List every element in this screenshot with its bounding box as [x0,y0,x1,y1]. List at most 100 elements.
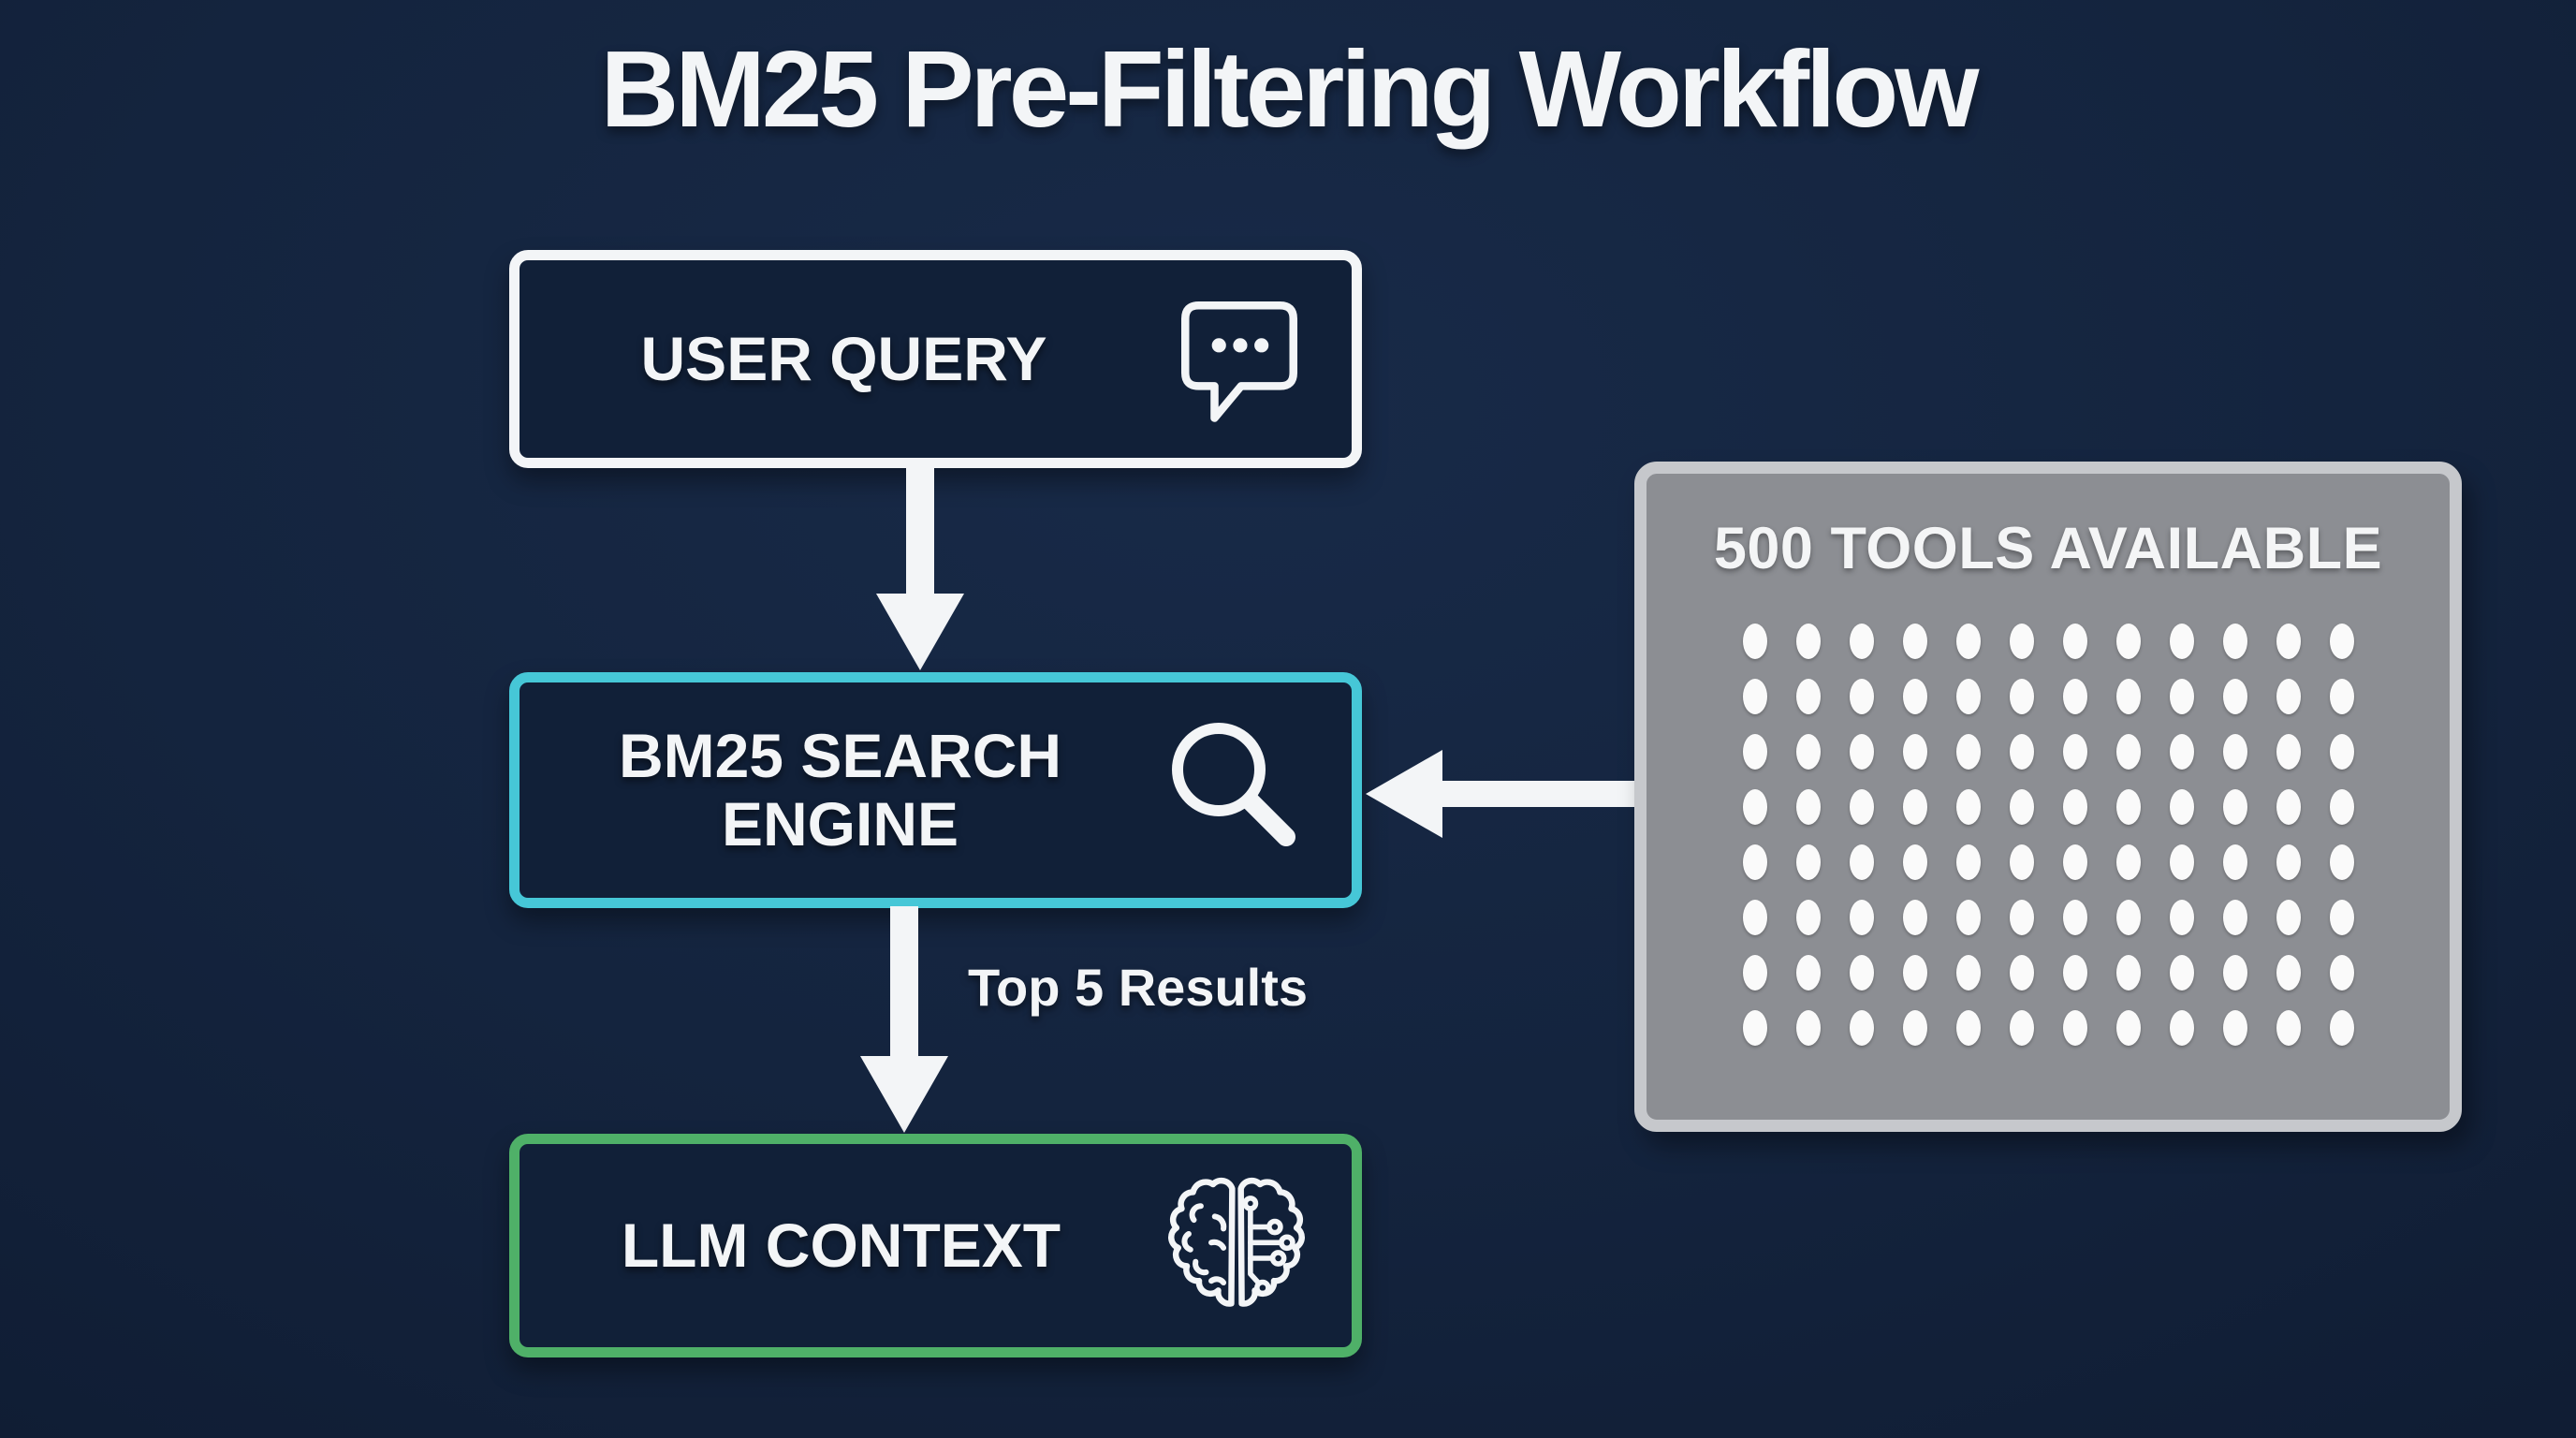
tool-dot [2329,624,2354,659]
tool-dot [1902,624,1927,659]
tool-dot [1955,679,1981,714]
tool-dot [2062,955,2087,990]
arrow-query-to-bm25 [876,466,964,670]
tool-dot [1849,789,1874,825]
tool-dot [1955,844,1981,880]
tool-dot [2062,624,2087,659]
tool-dot [2222,789,2247,825]
tool-dot [1902,1010,1927,1046]
diagram-title: BM25 Pre-Filtering Workflow [600,28,1980,150]
brain-circuit-icon [1163,1176,1310,1316]
tool-dot [1795,955,1821,990]
tool-dot [2169,900,2194,935]
tool-dot [1955,1010,1981,1046]
tool-dot [2222,955,2247,990]
tool-dot [2062,1010,2087,1046]
tool-dot [1742,900,1767,935]
tool-dot [1849,1010,1874,1046]
tool-dot [1849,679,1874,714]
arrow-head-down [860,1056,948,1133]
tool-dot [2115,624,2141,659]
tool-dot [2169,789,2194,825]
tool-dot [1849,955,1874,990]
arrow-shaft [1442,781,1637,807]
tool-dot [1742,789,1767,825]
tool-dot [2276,1010,2301,1046]
tool-dot [2062,844,2087,880]
tool-dot [2115,955,2141,990]
tool-dot [2329,900,2354,935]
tool-dot [2169,734,2194,770]
tool-dot [2062,900,2087,935]
tool-dots-grid [1742,624,2354,1046]
arrow-shaft [906,466,934,594]
tool-dot [2222,734,2247,770]
tool-dot [2009,1010,2034,1046]
tool-dot [1795,624,1821,659]
tools-panel-title: 500 TOOLS AVAILABLE [1713,516,2383,581]
tool-dot [1742,955,1767,990]
tools-panel: 500 TOOLS AVAILABLE [1634,462,2462,1132]
tool-dot [1849,734,1874,770]
tool-dot [2276,679,2301,714]
tool-dot [2115,734,2141,770]
speech-bubble-icon [1168,293,1310,426]
node-llm-context: LLM CONTEXT [509,1134,1362,1357]
tool-dot [1955,624,1981,659]
arrow-head-down [876,594,964,670]
tool-dot [2222,844,2247,880]
tool-dot [2169,844,2194,880]
tool-dot [2169,1010,2194,1046]
tool-dot [1955,900,1981,935]
tool-dot [2329,679,2354,714]
tool-dot [2115,789,2141,825]
tool-dot [2169,679,2194,714]
tool-dot [2329,1010,2354,1046]
tool-dot [2276,789,2301,825]
node-user-query-label: USER QUERY [640,324,1047,394]
tool-dot [1795,844,1821,880]
tool-dot [1795,900,1821,935]
tool-dot [2009,679,2034,714]
node-user-query: USER QUERY [509,250,1362,468]
arrow-tools-to-bm25 [1366,750,1637,838]
tool-dot [2329,955,2354,990]
node-bm25-search-engine: BM25 SEARCH ENGINE [509,672,1362,908]
tool-dot [1742,679,1767,714]
tool-dot [2009,844,2034,880]
arrow-head-left [1366,750,1442,838]
tool-dot [2009,955,2034,990]
tool-dot [1795,734,1821,770]
tool-dot [1795,1010,1821,1046]
tool-dot [2222,679,2247,714]
tool-dot [1902,955,1927,990]
tool-dot [2009,624,2034,659]
magnifier-icon [1161,715,1310,865]
arrow-bm25-to-llm [860,906,948,1133]
tool-dot [2062,789,2087,825]
tool-dot [2276,900,2301,935]
tool-dot [1902,734,1927,770]
tool-dot [1795,789,1821,825]
tool-dot [2329,844,2354,880]
tool-dot [2115,679,2141,714]
tool-dot [2169,955,2194,990]
tool-dot [2115,900,2141,935]
tool-dot [1902,900,1927,935]
tool-dot [2115,1010,2141,1046]
tool-dot [1849,844,1874,880]
tool-dot [1849,900,1874,935]
tool-dot [2329,789,2354,825]
tool-dot [1902,789,1927,825]
tool-dot [2115,844,2141,880]
arrow-shaft [890,906,918,1056]
tool-dot [1955,955,1981,990]
tool-dot [1955,789,1981,825]
tool-dot [2062,734,2087,770]
tool-dot [1742,1010,1767,1046]
tool-dot [2009,900,2034,935]
tool-dot [2329,734,2354,770]
top5-results-label: Top 5 Results [968,958,1309,1017]
tool-dot [2222,624,2247,659]
